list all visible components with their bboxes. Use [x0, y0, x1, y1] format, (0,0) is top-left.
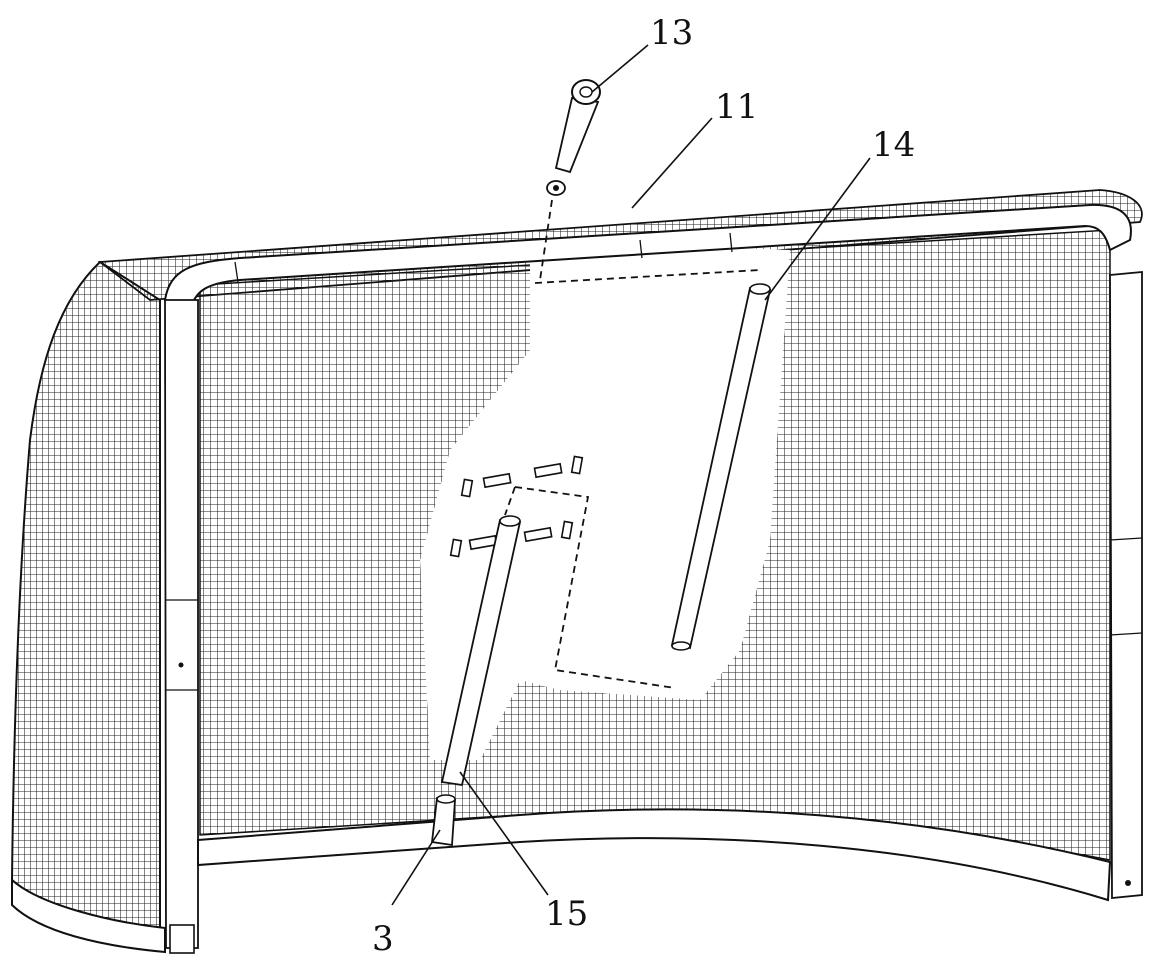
callout-11: 11 [715, 87, 758, 127]
top-crossbar [163, 203, 1132, 312]
callout-14: 14 [872, 125, 915, 165]
side-net-left [10, 260, 161, 937]
dashed-box [514, 486, 676, 689]
left-post [164, 299, 199, 949]
leader-11 [631, 117, 713, 209]
callout-15: 15 [545, 894, 588, 934]
clip-parts [449, 455, 584, 558]
dashed-guide-top [534, 269, 761, 284]
leader-13 [591, 44, 649, 93]
leader-14 [764, 157, 871, 301]
part-15-tube [440, 515, 522, 787]
callout-13: 13 [650, 13, 693, 53]
part-13-pin [546, 79, 601, 196]
left-ground-rail [11, 877, 166, 954]
bottom-ground-bar [197, 808, 1112, 902]
right-post [1109, 271, 1143, 899]
leader-15 [459, 771, 549, 896]
net-cutaway [420, 240, 790, 760]
dashed-guide-pin [539, 199, 553, 281]
callout-3: 3 [372, 919, 394, 959]
part-14-tube [670, 283, 772, 651]
leader-3 [391, 829, 441, 906]
